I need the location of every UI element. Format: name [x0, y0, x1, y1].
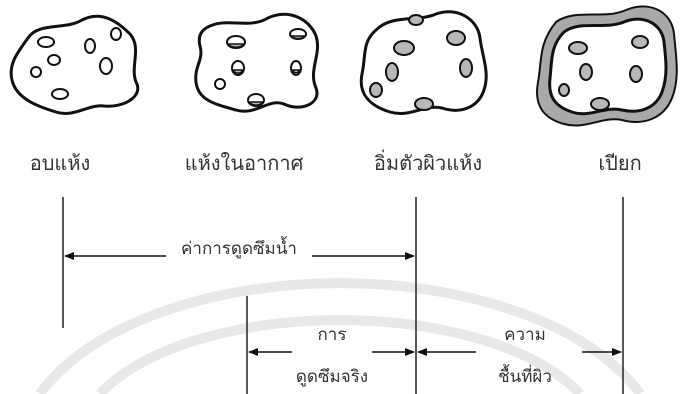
label-wet: เปียก [598, 151, 641, 175]
particle-saturated-surface-dry [359, 10, 488, 115]
label-saturated-surface-dry: อิ่มตัวผิวแห้ง [374, 149, 482, 175]
effective-absorption-label-line2: ดูดซึมจริง [296, 367, 368, 387]
particle-air-dry [194, 12, 319, 113]
reference-lines [62, 197, 624, 394]
watermark [35, 278, 645, 394]
surface-moisture-label-line1: ความ [504, 325, 546, 345]
particle-wet [536, 5, 678, 127]
total-absorption-label: ค่าการดูดซึมน้ำ [181, 236, 297, 259]
surface-moisture-label-line2: ชื้นที่ผิว [498, 364, 552, 387]
label-air-dry: แห้งในอากาศ [185, 151, 304, 175]
particle-oven-dry [9, 14, 140, 115]
label-oven-dry: อบแห้ง [30, 151, 91, 175]
effective-absorption-label-line1: การ [318, 325, 347, 345]
